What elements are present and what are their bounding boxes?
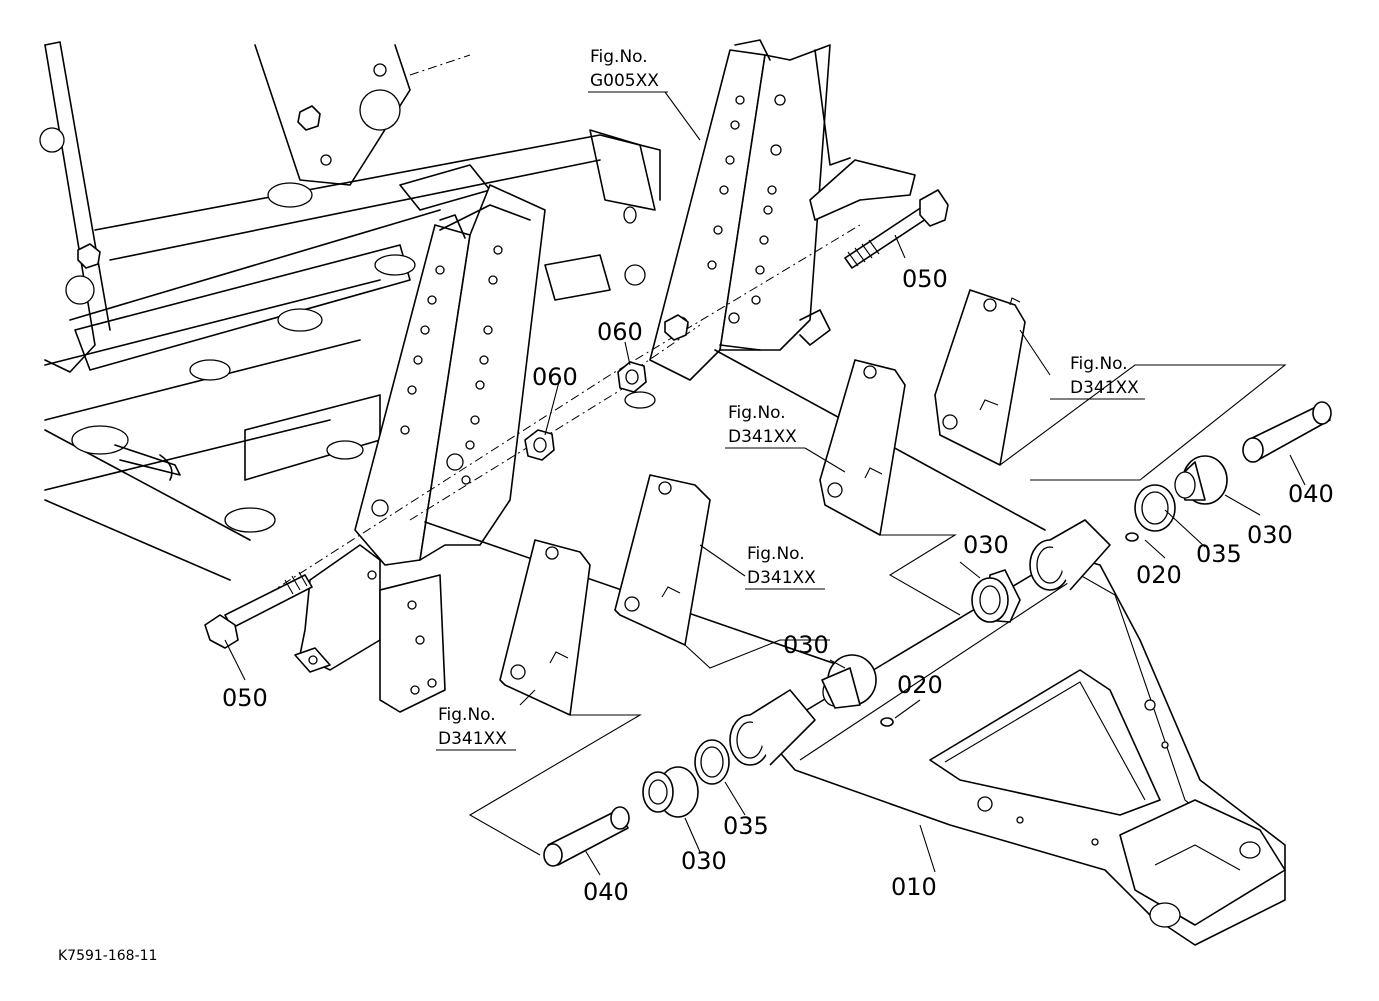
fig-ref-label: Fig.No.: [590, 47, 648, 67]
bushing-mid: [821, 654, 877, 709]
fig-ref-g005: Fig.No. G005XX: [588, 47, 668, 93]
bushing-bottom: [642, 766, 699, 818]
fig-ref-label: Fig.No.: [1070, 354, 1128, 374]
bolt-upper: [844, 189, 949, 269]
cover-plate-mid: [614, 474, 830, 669]
bracket-holes: [400, 245, 503, 485]
cover-plate-center: [819, 359, 961, 616]
part-label-020-upper: 020: [1136, 561, 1182, 589]
fig-ref-d341-mid: Fig.No. D341XX: [745, 544, 825, 590]
fig-ref-d341-bottom-left: Fig.No. D341XX: [436, 705, 516, 751]
leader-lines: [224, 91, 1306, 876]
spacer-lower: [543, 806, 630, 867]
part-label-050-upper: 050: [902, 265, 948, 293]
spacer-upper: [1242, 401, 1332, 463]
fig-ref-label: Fig.No.: [438, 705, 496, 725]
bushing-upper-right: [1174, 455, 1228, 505]
cover-plate-bottom-left: [468, 539, 643, 856]
part-label-030-bottom: 030: [681, 847, 727, 875]
bolt-lower: [204, 571, 313, 649]
bushing-upper-left: [971, 569, 1021, 623]
part-label-040-lower: 040: [583, 878, 629, 906]
part-label-035-upper: 035: [1196, 540, 1242, 568]
fig-ref-d341-top-right: Fig.No. D341XX: [1050, 354, 1145, 400]
part-label-040-upper: 040: [1288, 480, 1334, 508]
part-label-030-upper-left: 030: [963, 531, 1009, 559]
fig-ref-label: Fig.No.: [728, 403, 786, 423]
part-label-060-lower: 060: [532, 363, 578, 391]
fig-ref-code: D341XX: [438, 729, 507, 749]
tractor-frame: [39, 41, 661, 581]
nut-lower: [524, 429, 555, 461]
washer-upper: [1134, 484, 1176, 532]
fig-ref-label: Fig.No.: [747, 544, 805, 564]
lower-arm: [729, 519, 1286, 946]
washer-lower: [694, 739, 730, 785]
bracket-holes-right: [707, 94, 786, 305]
fig-ref-code: D341XX: [747, 568, 816, 588]
cover-plate-top-right: [934, 289, 1287, 481]
fig-ref-code: G005XX: [590, 71, 659, 91]
part-label-050-lower: 050: [222, 684, 268, 712]
right-bracket: [649, 39, 916, 381]
nut-upper: [617, 314, 689, 393]
fig-ref-d341-center: Fig.No. D341XX: [725, 403, 805, 449]
part-labels: 050 050 060 060 030 030 030 030 035 035 …: [222, 265, 1334, 906]
fig-ref-code: D341XX: [1070, 378, 1139, 398]
part-label-060-upper: 060: [597, 318, 643, 346]
diagram-code: K7591-168-11: [58, 948, 157, 964]
part-label-020-lower: 020: [897, 671, 943, 699]
grease-fittings: [880, 532, 1139, 727]
part-label-035-lower: 035: [723, 812, 769, 840]
figure-references: Fig.No. G005XX Fig.No. D341XX Fig.No. D3…: [436, 47, 1145, 751]
part-label-030-upper-right: 030: [1247, 521, 1293, 549]
part-label-030-mid: 030: [783, 631, 829, 659]
part-label-010: 010: [891, 873, 937, 901]
fig-ref-code: D341XX: [728, 427, 797, 447]
left-bracket: [294, 184, 546, 713]
